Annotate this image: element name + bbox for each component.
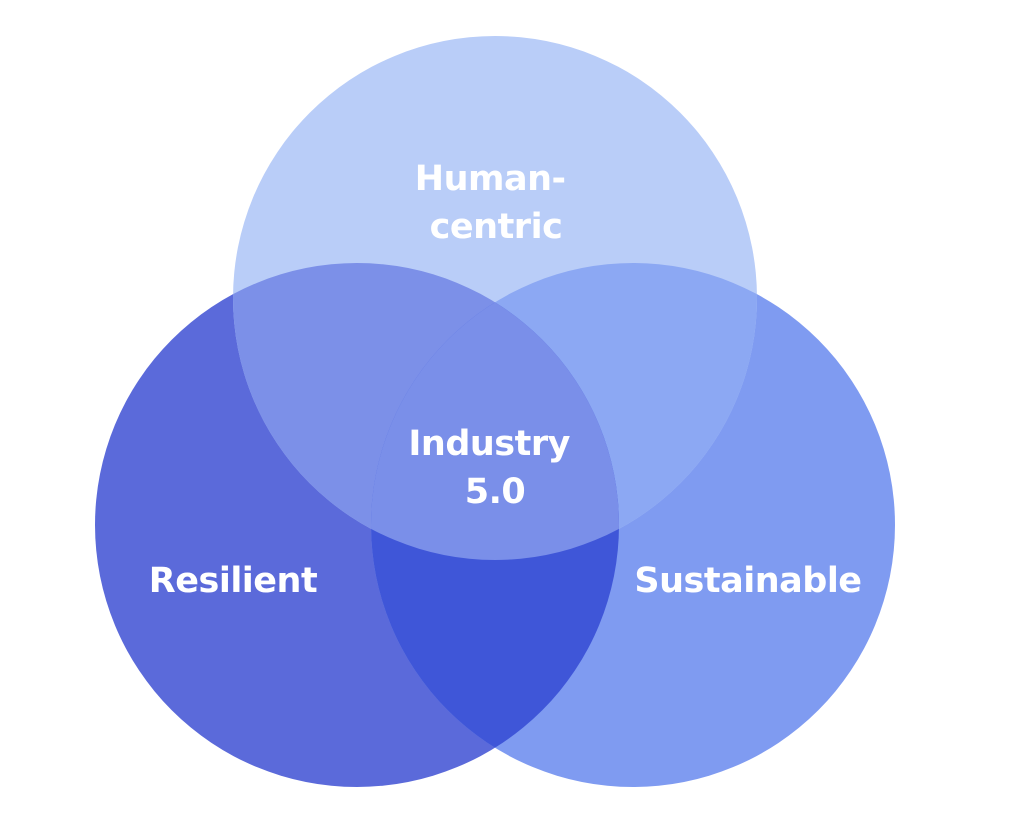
label-human-centric: Human- centric: [415, 159, 577, 247]
label-industry-line2: 5.0: [465, 472, 526, 512]
overlap-all-three: [371, 263, 619, 560]
label-human-centric-line2: centric: [430, 207, 563, 247]
label-human-centric-line1: Human-: [415, 159, 566, 199]
label-industry-line1: Industry: [408, 424, 570, 464]
label-sustainable: Sustainable: [634, 561, 861, 601]
label-industry-5: Industry 5.0: [408, 424, 581, 512]
label-resilient: Resilient: [149, 561, 317, 601]
